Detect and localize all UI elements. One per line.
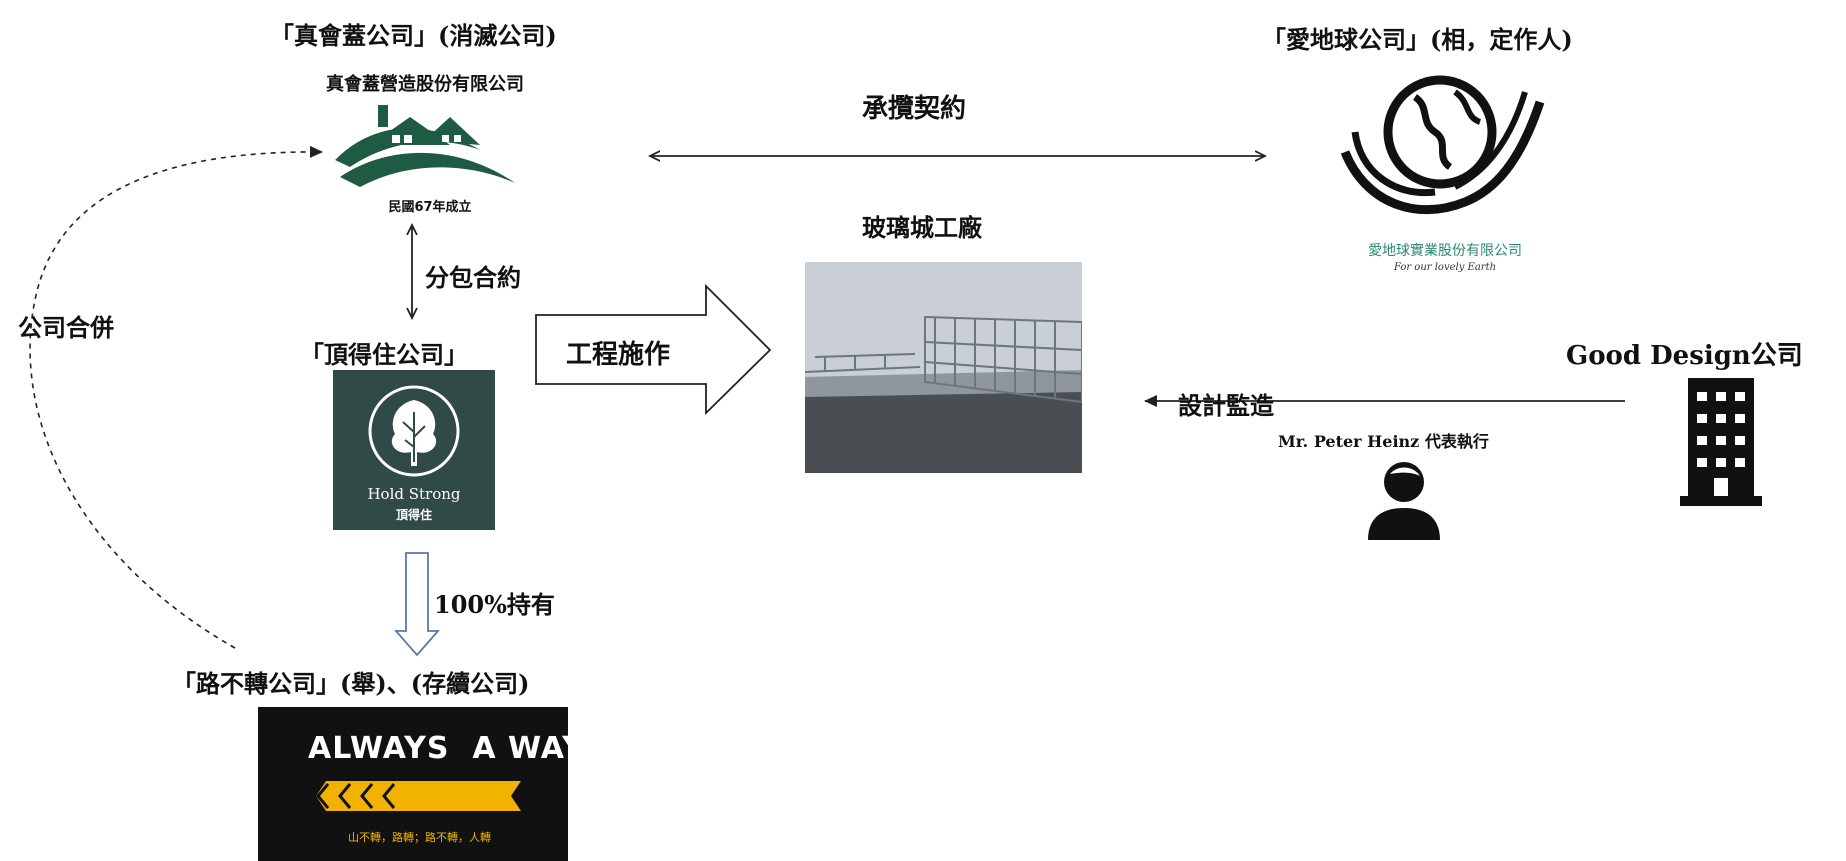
supervision-label: 設計監造	[1178, 391, 1274, 420]
globe-hands-icon	[1335, 62, 1545, 232]
subcontract-label: 分包合約	[425, 263, 521, 292]
factory-photo	[805, 262, 1082, 473]
lubuzhuan-label: 「路不轉公司」(舉)、(存續公司)	[172, 669, 530, 698]
holding-label: 100%持有	[434, 590, 555, 619]
contract-label: 承攬契約	[862, 94, 967, 124]
house-logo-icon	[330, 105, 520, 195]
dingdezhu-logo-en: Hold Strong	[367, 485, 461, 503]
dingdezhu-label: 「頂得住公司」	[300, 340, 468, 369]
aidiqiu-logo-tag: For our lovely Earth	[1393, 262, 1497, 273]
lubuzhuan-logo: ALWAYS A WAY 山不轉，路轉；路不轉，人轉	[258, 707, 584, 861]
chevron-arrows-icon	[306, 781, 526, 811]
project-label: 玻璃城工廠	[862, 213, 982, 242]
person-icon	[1366, 458, 1442, 540]
zhenhuigai-logo-tag: 民國67年成立	[388, 200, 472, 215]
tree-logo-icon	[365, 382, 463, 480]
aidiqiu-label: 「愛地球公司」(相，定作人)	[1262, 25, 1573, 54]
construction-label: 工程施作	[566, 340, 671, 370]
dingdezhu-logo: Hold Strong 頂得住	[333, 370, 495, 530]
dingdezhu-logo-zh: 頂得住	[395, 508, 432, 522]
holding-block-arrow	[394, 552, 440, 657]
lubuzhuan-logo-title: ALWAYS A WAY	[308, 731, 585, 766]
aidiqiu-logo-name: 愛地球實業股份有限公司	[1368, 243, 1522, 259]
merger-label: 公司合併	[18, 313, 114, 342]
building-icon	[1680, 378, 1762, 506]
lubuzhuan-logo-slogan: 山不轉，路轉；路不轉，人轉	[348, 831, 491, 844]
zhenhuigai-logo-name: 真會蓋營造股份有限公司	[326, 74, 524, 95]
gooddesign-label: Good Design公司	[1566, 341, 1803, 371]
gooddesign-rep-label: Mr. Peter Heinz 代表執行	[1278, 432, 1489, 451]
zhenhuigai-label: 「真會蓋公司」(消滅公司)	[270, 21, 557, 50]
merger-arrow	[29, 145, 323, 649]
